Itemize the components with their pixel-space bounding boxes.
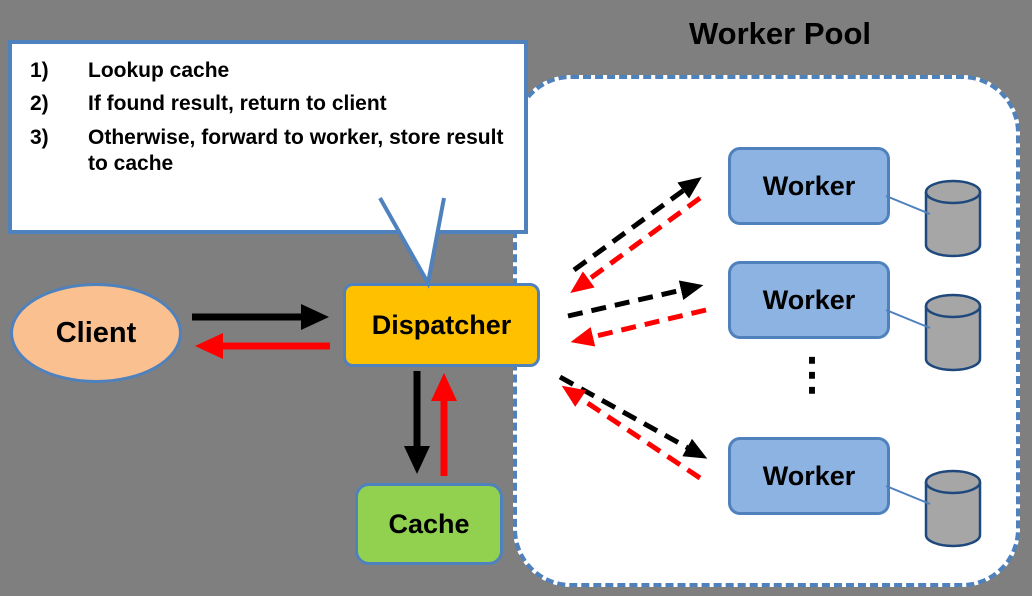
worker-pool-title: Worker Pool — [688, 16, 872, 51]
worker-label: Worker — [762, 170, 856, 201]
cache-label: Cache — [388, 508, 470, 539]
worker-node-2: Worker — [728, 261, 890, 339]
database-cylinder-icon — [921, 469, 985, 549]
step-text: Lookup cache — [88, 59, 230, 82]
client-node: Client — [10, 283, 182, 383]
database-cylinder-icon — [921, 293, 985, 373]
step-number: 1) — [30, 59, 49, 82]
dispatcher-node: Dispatcher — [343, 283, 540, 367]
dispatcher-steps-callout: 1) Lookup cache 2) If found result, retu… — [8, 40, 528, 234]
worker-label: Worker — [762, 460, 856, 491]
client-label: Client — [55, 316, 137, 349]
more-workers-ellipsis: ⋮ — [790, 350, 834, 399]
step-text: Otherwise, forward to worker, store resu… — [88, 125, 504, 175]
cache-node: Cache — [355, 483, 503, 565]
dispatcher-label: Dispatcher — [371, 309, 512, 340]
step-number: 2) — [30, 92, 49, 116]
database-cylinder-icon — [921, 179, 985, 259]
step-text: If found result, return to client — [88, 92, 387, 116]
worker-node-1: Worker — [728, 147, 890, 225]
step-number: 3) — [30, 125, 49, 149]
worker-node-3: Worker — [728, 437, 890, 515]
worker-label: Worker — [762, 284, 856, 315]
